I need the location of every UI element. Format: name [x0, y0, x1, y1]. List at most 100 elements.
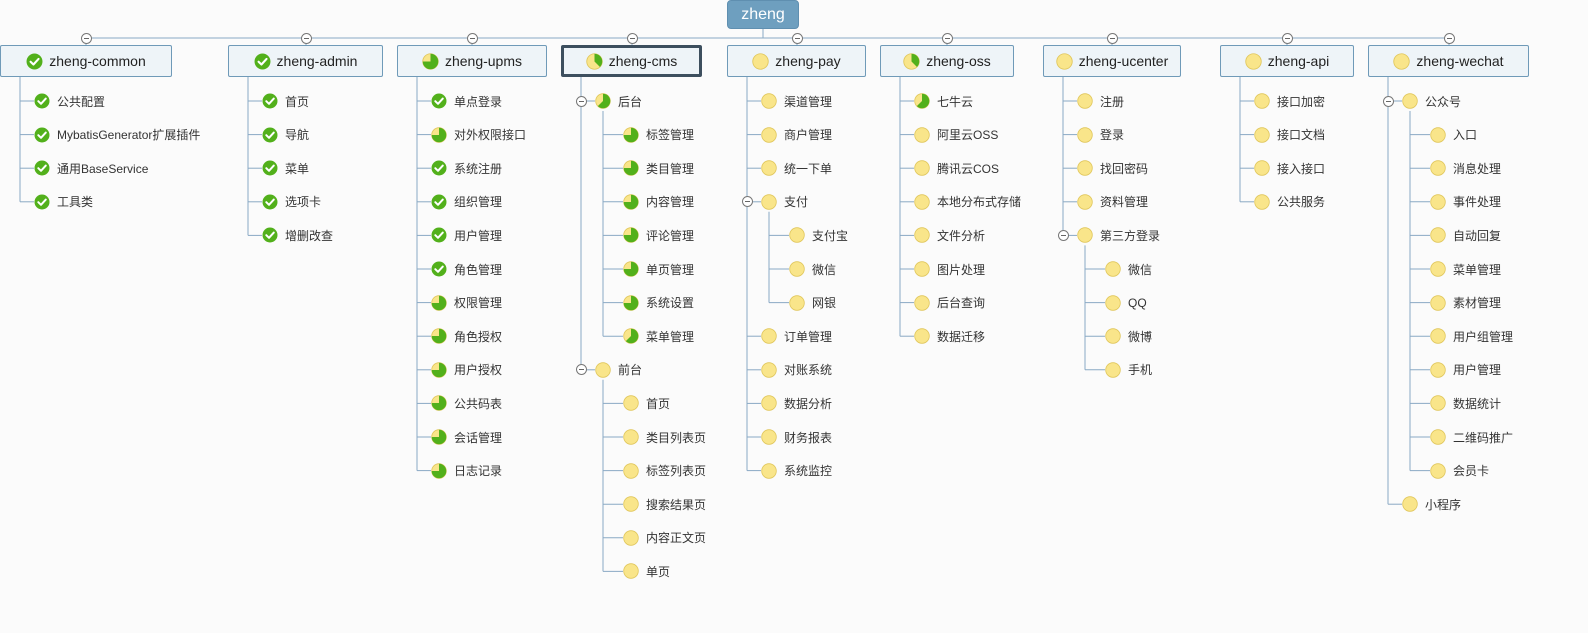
collapse-toggle-zheng-ucenter[interactable]: [1106, 32, 1118, 44]
tree-node[interactable]: 文件分析: [914, 225, 985, 245]
tree-node[interactable]: 素材管理: [1430, 293, 1501, 313]
tree-node[interactable]: 登录: [1077, 125, 1124, 145]
tree-node[interactable]: 会员卡: [1430, 461, 1489, 481]
tree-node[interactable]: 首页: [623, 393, 670, 413]
collapse-toggle-zheng-oss[interactable]: [941, 32, 953, 44]
module-zheng-common[interactable]: zheng-common: [0, 45, 172, 77]
tree-node[interactable]: 资料管理: [1077, 192, 1148, 212]
tree-node[interactable]: 支付宝: [789, 225, 848, 245]
tree-node[interactable]: 数据分析: [761, 393, 832, 413]
tree-node[interactable]: 公众号: [1402, 91, 1461, 111]
tree-node[interactable]: 后台查询: [914, 293, 985, 313]
tree-node[interactable]: 订单管理: [761, 326, 832, 346]
tree-node[interactable]: 公共配置: [34, 91, 105, 111]
tree-node[interactable]: 事件处理: [1430, 192, 1501, 212]
tree-node[interactable]: 会话管理: [431, 427, 502, 447]
tree-node[interactable]: 角色授权: [431, 326, 502, 346]
module-zheng-pay[interactable]: zheng-pay: [727, 45, 866, 77]
tree-node[interactable]: 渠道管理: [761, 91, 832, 111]
tree-node[interactable]: 七牛云: [914, 91, 973, 111]
collapse-toggle-zheng-admin[interactable]: [300, 32, 312, 44]
tree-node[interactable]: 本地分布式存储: [914, 192, 1021, 212]
collapse-toggle-zheng-pay[interactable]: [791, 32, 803, 44]
tree-node[interactable]: QQ: [1105, 293, 1147, 313]
tree-node[interactable]: 菜单管理: [623, 326, 694, 346]
collapse-toggle-zheng-cms[interactable]: [626, 32, 638, 44]
tree-node[interactable]: 组织管理: [431, 192, 502, 212]
tree-node[interactable]: 系统设置: [623, 293, 694, 313]
tree-node[interactable]: 腾讯云COS: [914, 158, 999, 178]
tree-node[interactable]: 手机: [1105, 360, 1152, 380]
tree-node[interactable]: 单页: [623, 561, 670, 581]
tree-node[interactable]: MybatisGenerator扩展插件: [34, 125, 200, 145]
tree-node[interactable]: 数据统计: [1430, 393, 1501, 413]
tree-node[interactable]: 单页管理: [623, 259, 694, 279]
tree-node[interactable]: 内容正文页: [623, 528, 706, 548]
tree-node[interactable]: 商户管理: [761, 125, 832, 145]
module-zheng-oss[interactable]: zheng-oss: [880, 45, 1014, 77]
module-zheng-wechat[interactable]: zheng-wechat: [1368, 45, 1529, 77]
tree-node[interactable]: 搜索结果页: [623, 494, 706, 514]
tree-node[interactable]: 选项卡: [262, 192, 321, 212]
collapse-toggle-zheng-wechat[interactable]: [1443, 32, 1455, 44]
tree-node[interactable]: 阿里云OSS: [914, 125, 998, 145]
tree-node[interactable]: 数据迁移: [914, 326, 985, 346]
tree-node[interactable]: 统一下单: [761, 158, 832, 178]
tree-node[interactable]: 入口: [1430, 125, 1477, 145]
tree-node[interactable]: 日志记录: [431, 461, 502, 481]
tree-node[interactable]: 增删改查: [262, 225, 333, 245]
tree-node[interactable]: 第三方登录: [1077, 225, 1160, 245]
tree-node[interactable]: 消息处理: [1430, 158, 1501, 178]
tree-node[interactable]: 类目列表页: [623, 427, 706, 447]
collapse-toggle-zheng-upms[interactable]: [466, 32, 478, 44]
module-zheng-cms[interactable]: zheng-cms: [561, 45, 702, 77]
tree-node[interactable]: 单点登录: [431, 91, 502, 111]
tree-node[interactable]: 公共服务: [1254, 192, 1325, 212]
tree-node[interactable]: 角色管理: [431, 259, 502, 279]
tree-node[interactable]: 菜单: [262, 158, 309, 178]
tree-node[interactable]: 财务报表: [761, 427, 832, 447]
tree-node[interactable]: 用户管理: [1430, 360, 1501, 380]
tree-node[interactable]: 权限管理: [431, 293, 502, 313]
module-zheng-upms[interactable]: zheng-upms: [397, 45, 547, 77]
tree-node[interactable]: 对外权限接口: [431, 125, 526, 145]
collapse-toggle-node[interactable]: [741, 196, 753, 208]
tree-node[interactable]: 微信: [1105, 259, 1152, 279]
tree-node[interactable]: 内容管理: [623, 192, 694, 212]
tree-node[interactable]: 评论管理: [623, 225, 694, 245]
collapse-toggle-node[interactable]: [575, 364, 587, 376]
tree-node[interactable]: 网银: [789, 293, 836, 313]
collapse-toggle-node[interactable]: [1057, 229, 1069, 241]
collapse-toggle-zheng-common[interactable]: [80, 32, 92, 44]
tree-node[interactable]: 用户组管理: [1430, 326, 1513, 346]
tree-node[interactable]: 标签管理: [623, 125, 694, 145]
tree-node[interactable]: 导航: [262, 125, 309, 145]
tree-node[interactable]: 支付: [761, 192, 808, 212]
tree-node[interactable]: 首页: [262, 91, 309, 111]
tree-node[interactable]: 接口文档: [1254, 125, 1325, 145]
tree-node[interactable]: 微博: [1105, 326, 1152, 346]
tree-node[interactable]: 找回密码: [1077, 158, 1148, 178]
module-zheng-ucenter[interactable]: zheng-ucenter: [1043, 45, 1181, 77]
tree-node[interactable]: 注册: [1077, 91, 1124, 111]
tree-node[interactable]: 系统注册: [431, 158, 502, 178]
tree-node[interactable]: 工具类: [34, 192, 93, 212]
tree-node[interactable]: 系统监控: [761, 461, 832, 481]
tree-node[interactable]: 类目管理: [623, 158, 694, 178]
tree-node[interactable]: 对账系统: [761, 360, 832, 380]
collapse-toggle-node[interactable]: [575, 95, 587, 107]
tree-node[interactable]: 接入接口: [1254, 158, 1325, 178]
tree-node[interactable]: 微信: [789, 259, 836, 279]
module-zheng-api[interactable]: zheng-api: [1220, 45, 1354, 77]
tree-node[interactable]: 后台: [595, 91, 642, 111]
tree-node[interactable]: 用户授权: [431, 360, 502, 380]
tree-node[interactable]: 前台: [595, 360, 642, 380]
tree-node[interactable]: 图片处理: [914, 259, 985, 279]
tree-node[interactable]: 接口加密: [1254, 91, 1325, 111]
collapse-toggle-zheng-api[interactable]: [1281, 32, 1293, 44]
tree-node[interactable]: 用户管理: [431, 225, 502, 245]
tree-node[interactable]: 通用BaseService: [34, 158, 148, 178]
root-node[interactable]: zheng: [727, 0, 799, 29]
tree-node[interactable]: 公共码表: [431, 393, 502, 413]
module-zheng-admin[interactable]: zheng-admin: [228, 45, 383, 77]
